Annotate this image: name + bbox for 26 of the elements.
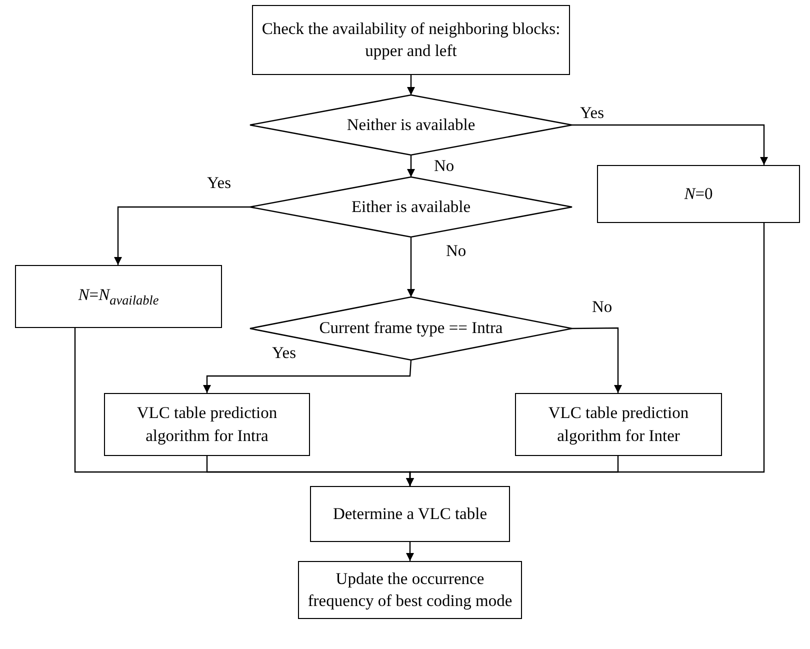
arrow [406,223,765,486]
process-text: N=N$_{available}$ [77,284,160,310]
process-text: Determine a VLC table [332,502,488,525]
arrow [203,360,412,393]
arrow [572,124,768,165]
arrow [407,75,415,95]
arrow [114,206,250,265]
process-text: N=0 [683,182,714,205]
process-box [310,486,510,542]
process-box [515,393,722,456]
process-box [15,265,222,328]
arrow [407,155,415,177]
process-text: VLC table prediction algorithm for Inter [547,402,690,447]
decision-text: Either is available [350,196,472,218]
arrow [407,237,415,297]
process-box [252,5,570,75]
process-box [597,165,800,223]
process-box [104,393,310,456]
arrow [406,542,414,561]
process-text: Update the occurrence frequency of best coding mode [306,568,514,612]
process-text: Check the availability of neighboring blocks: upper and left [260,18,562,62]
process-box [298,561,522,619]
decision-text: Neither is available [346,114,476,136]
process-text: VLC table prediction algorithm for Intra [136,402,278,447]
arrow [572,327,622,393]
decision-text: Current frame type == Intra [318,317,504,340]
